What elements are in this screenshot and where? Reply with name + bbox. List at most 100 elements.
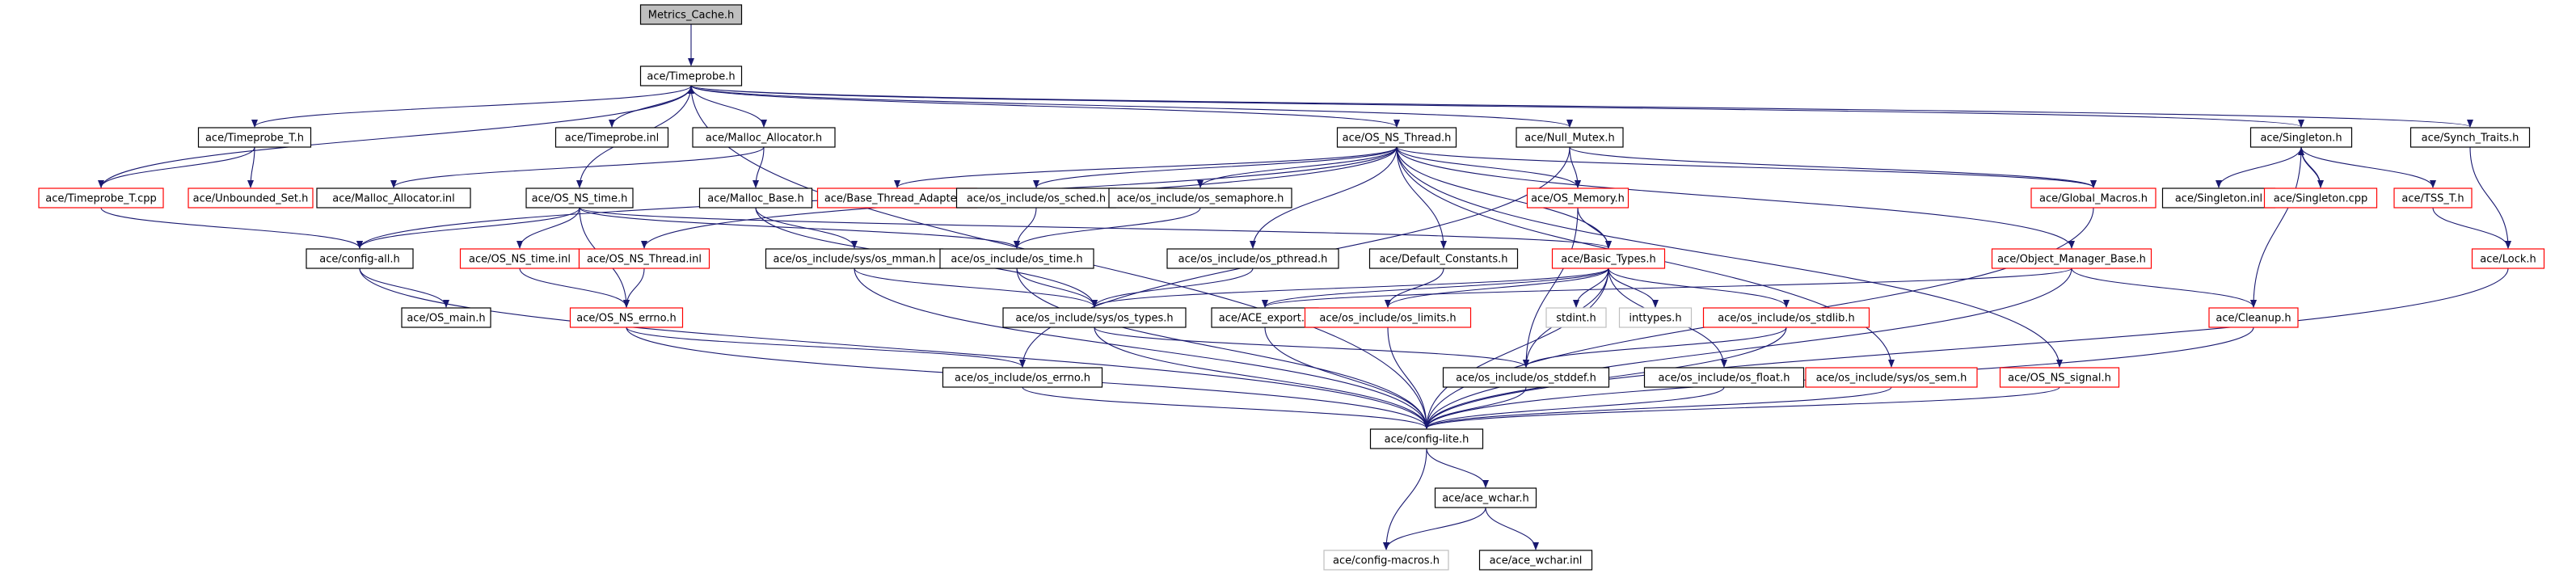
edge-os-memory-to-os-stddef (1523, 207, 1579, 368)
node-box (1434, 487, 1537, 508)
node-config-lite[interactable]: ace/config-lite.h (1369, 428, 1484, 449)
edge-object-manager-base-to-ace-export (1262, 268, 2072, 308)
node-box (1516, 127, 1624, 148)
node-os-ns-thread-inl[interactable]: ace/OS_NS_Thread.inl (578, 248, 710, 269)
node-malloc-base[interactable]: ace/Malloc_Base.h (698, 187, 813, 209)
node-os-pthread[interactable]: ace/os_include/os_pthread.h (1166, 248, 1339, 269)
node-default-constants[interactable]: ace/Default_Constants.h (1368, 248, 1519, 269)
node-label: ace/os_include/os_semaphore.h (1117, 193, 1284, 205)
node-malloc-alloc-inl[interactable]: ace/Malloc_Allocator.inl (316, 187, 471, 209)
node-os-ns-time[interactable]: ace/OS_NS_time.h (525, 187, 634, 209)
node-basic-types[interactable]: ace/Basic_Types.h (1551, 248, 1666, 269)
node-null-mutex[interactable]: ace/Null_Mutex.h (1516, 127, 1624, 148)
edge-os-ns-thread-to-os-pthread (1250, 146, 1398, 249)
node-tss-t[interactable]: ace/TSS_T.h (2393, 187, 2473, 209)
edge-os-ns-thread-inl-to-os-ns-errno (623, 268, 645, 308)
edge-ace-export-to-config-lite (1264, 327, 1430, 429)
node-unbounded-set[interactable]: ace/Unbounded_Set.h (188, 187, 314, 209)
node-os-ns-errno[interactable]: ace/OS_NS_errno.h (569, 307, 684, 328)
node-label: ace/os_include/sys/os_sem.h (1816, 373, 1967, 385)
node-singleton-cpp[interactable]: ace/Singleton.cpp (2263, 187, 2378, 209)
node-os-ns-time-inl[interactable]: ace/OS_NS_time.inl (459, 248, 580, 269)
node-global-macros[interactable]: ace/Global_Macros.h (2030, 187, 2157, 209)
edge-basic-types-to-os-stdlib (1608, 268, 1790, 308)
node-os-main[interactable]: ace/OS_main.h (401, 307, 491, 328)
node-config-macros[interactable]: ace/config-macros.h (1323, 550, 1449, 571)
edge-os-sched-to-os-time (1014, 207, 1037, 249)
node-synch-traits[interactable]: ace/Synch_Traits.h (2409, 127, 2531, 148)
node-box (2161, 187, 2276, 209)
node-ace-export[interactable]: ace/ACE_export.h (1211, 307, 1319, 328)
node-box (692, 127, 836, 148)
node-singleton[interactable]: ace/Singleton.h (2249, 127, 2353, 148)
node-metrics-cache[interactable]: Metrics_Cache.h (639, 4, 743, 25)
node-box (1545, 307, 1607, 328)
node-sys-os-sem[interactable]: ace/os_include/sys/os_sem.h (1805, 367, 1978, 388)
node-box (1336, 127, 1457, 148)
edge-os-errno-to-config-lite (1022, 386, 1430, 429)
node-timeprobe-t-cpp[interactable]: ace/Timeprobe_T.cpp (38, 187, 164, 209)
node-malloc-alloc[interactable]: ace/Malloc_Allocator.h (692, 127, 836, 148)
node-label: ace/Basic_Types.h (1561, 254, 1655, 266)
node-label: ace/ACE_export.h (1219, 313, 1311, 325)
node-base-thread-adapter[interactable]: ace/Base_Thread_Adapter.h (816, 187, 978, 209)
node-inttypes[interactable]: inttypes.h (1618, 307, 1693, 328)
node-label: stdint.h (1556, 313, 1596, 325)
node-config-all[interactable]: ace/config-all.h (306, 248, 414, 269)
node-lock[interactable]: ace/Lock.h (2471, 248, 2545, 269)
node-label: ace/Singleton.h (2260, 133, 2342, 145)
node-os-memory[interactable]: ace/OS_Memory.h (1526, 187, 1629, 209)
node-os-errno[interactable]: ace/os_include/os_errno.h (942, 367, 1103, 388)
node-label: ace/Lock.h (2480, 254, 2536, 266)
node-os-limits[interactable]: ace/os_include/os_limits.h (1304, 307, 1472, 328)
node-cleanup[interactable]: ace/Cleanup.h (2208, 307, 2299, 328)
edge-os-ns-time-inl-to-os-ns-errno (519, 268, 630, 308)
edge-os-ns-thread-to-os-ns-signal (1396, 146, 2063, 368)
node-timeprobe-inl[interactable]: ace/Timeprobe.inl (554, 127, 669, 148)
node-label: ace/Unbounded_Set.h (193, 193, 309, 205)
node-label: ace/OS_NS_errno.h (576, 313, 677, 325)
node-stdint[interactable]: stdint.h (1545, 307, 1607, 328)
node-timeprobe[interactable]: ace/Timeprobe.h (639, 65, 743, 86)
node-os-float[interactable]: ace/os_include/os_float.h (1643, 367, 1805, 388)
node-ace-wchar[interactable]: ace/ace_wchar.h (1434, 487, 1537, 508)
edge-os-ns-thread-to-os-memory (1396, 146, 1581, 188)
edge-os-stddef-to-config-lite (1423, 386, 1527, 429)
node-os-ns-signal[interactable]: ace/OS_NS_signal.h (1999, 367, 2120, 388)
node-os-semaphore[interactable]: ace/os_include/os_semaphore.h (1108, 187, 1292, 209)
edge-sys-os-mman-to-config-lite (854, 268, 1430, 429)
node-os-stdlib[interactable]: ace/os_include/os_stdlib.h (1702, 307, 1870, 328)
node-box (2471, 248, 2545, 269)
edge-synch-traits-to-lock (2469, 146, 2511, 249)
node-os-ns-thread[interactable]: ace/OS_NS_Thread.h (1336, 127, 1457, 148)
node-label: ace/os_include/os_limits.h (1319, 313, 1456, 325)
node-label: ace/Object_Manager_Base.h (1997, 254, 2146, 266)
node-box (188, 187, 314, 209)
node-box (639, 65, 743, 86)
edge-timeprobe-t-cpp-to-timeprobe (100, 86, 694, 189)
node-label: ace/os_include/os_stddef.h (1456, 373, 1596, 385)
node-label: ace/os_include/os_time.h (951, 254, 1082, 266)
edge-timeprobe-to-timeprobe-t (251, 85, 692, 128)
node-timeprobe-t[interactable]: ace/Timeprobe_T.h (197, 127, 312, 148)
edge-os-ns-thread-to-os-semaphore (1197, 146, 1398, 188)
node-ace-wchar-inl[interactable]: ace/ace_wchar.inl (1478, 550, 1593, 571)
edge-config-lite-to-ace-wchar (1426, 448, 1489, 488)
node-sys-os-mman[interactable]: ace/os_include/sys/os_mman.h (765, 248, 944, 269)
node-layer: Metrics_Cache.h ace/Timeprobe.h ace/Timepr… (38, 4, 2545, 571)
node-object-manager-base[interactable]: ace/Object_Manager_Base.h (1991, 248, 2152, 269)
edge-timeprobe-to-timeprobe-inl (609, 85, 692, 128)
node-box (2030, 187, 2157, 209)
edge-os-limits-to-config-lite (1387, 327, 1430, 429)
edge-os-ns-signal-to-config-lite (1423, 386, 2060, 429)
node-os-time[interactable]: ace/os_include/os_time.h (939, 248, 1094, 269)
node-singleton-inl[interactable]: ace/Singleton.inl (2161, 187, 2276, 209)
edge-singleton-to-cleanup (2250, 146, 2302, 308)
node-box (765, 248, 944, 269)
node-sys-os-types[interactable]: ace/os_include/sys/os_types.h (1002, 307, 1187, 328)
node-os-stddef[interactable]: ace/os_include/os_stddef.h (1442, 367, 1610, 388)
node-os-sched[interactable]: ace/os_include/os_sched.h (955, 187, 1117, 209)
node-box (1369, 428, 1484, 449)
node-box (2208, 307, 2299, 328)
edge-sys-os-mman-to-sys-os-types (854, 268, 1098, 308)
